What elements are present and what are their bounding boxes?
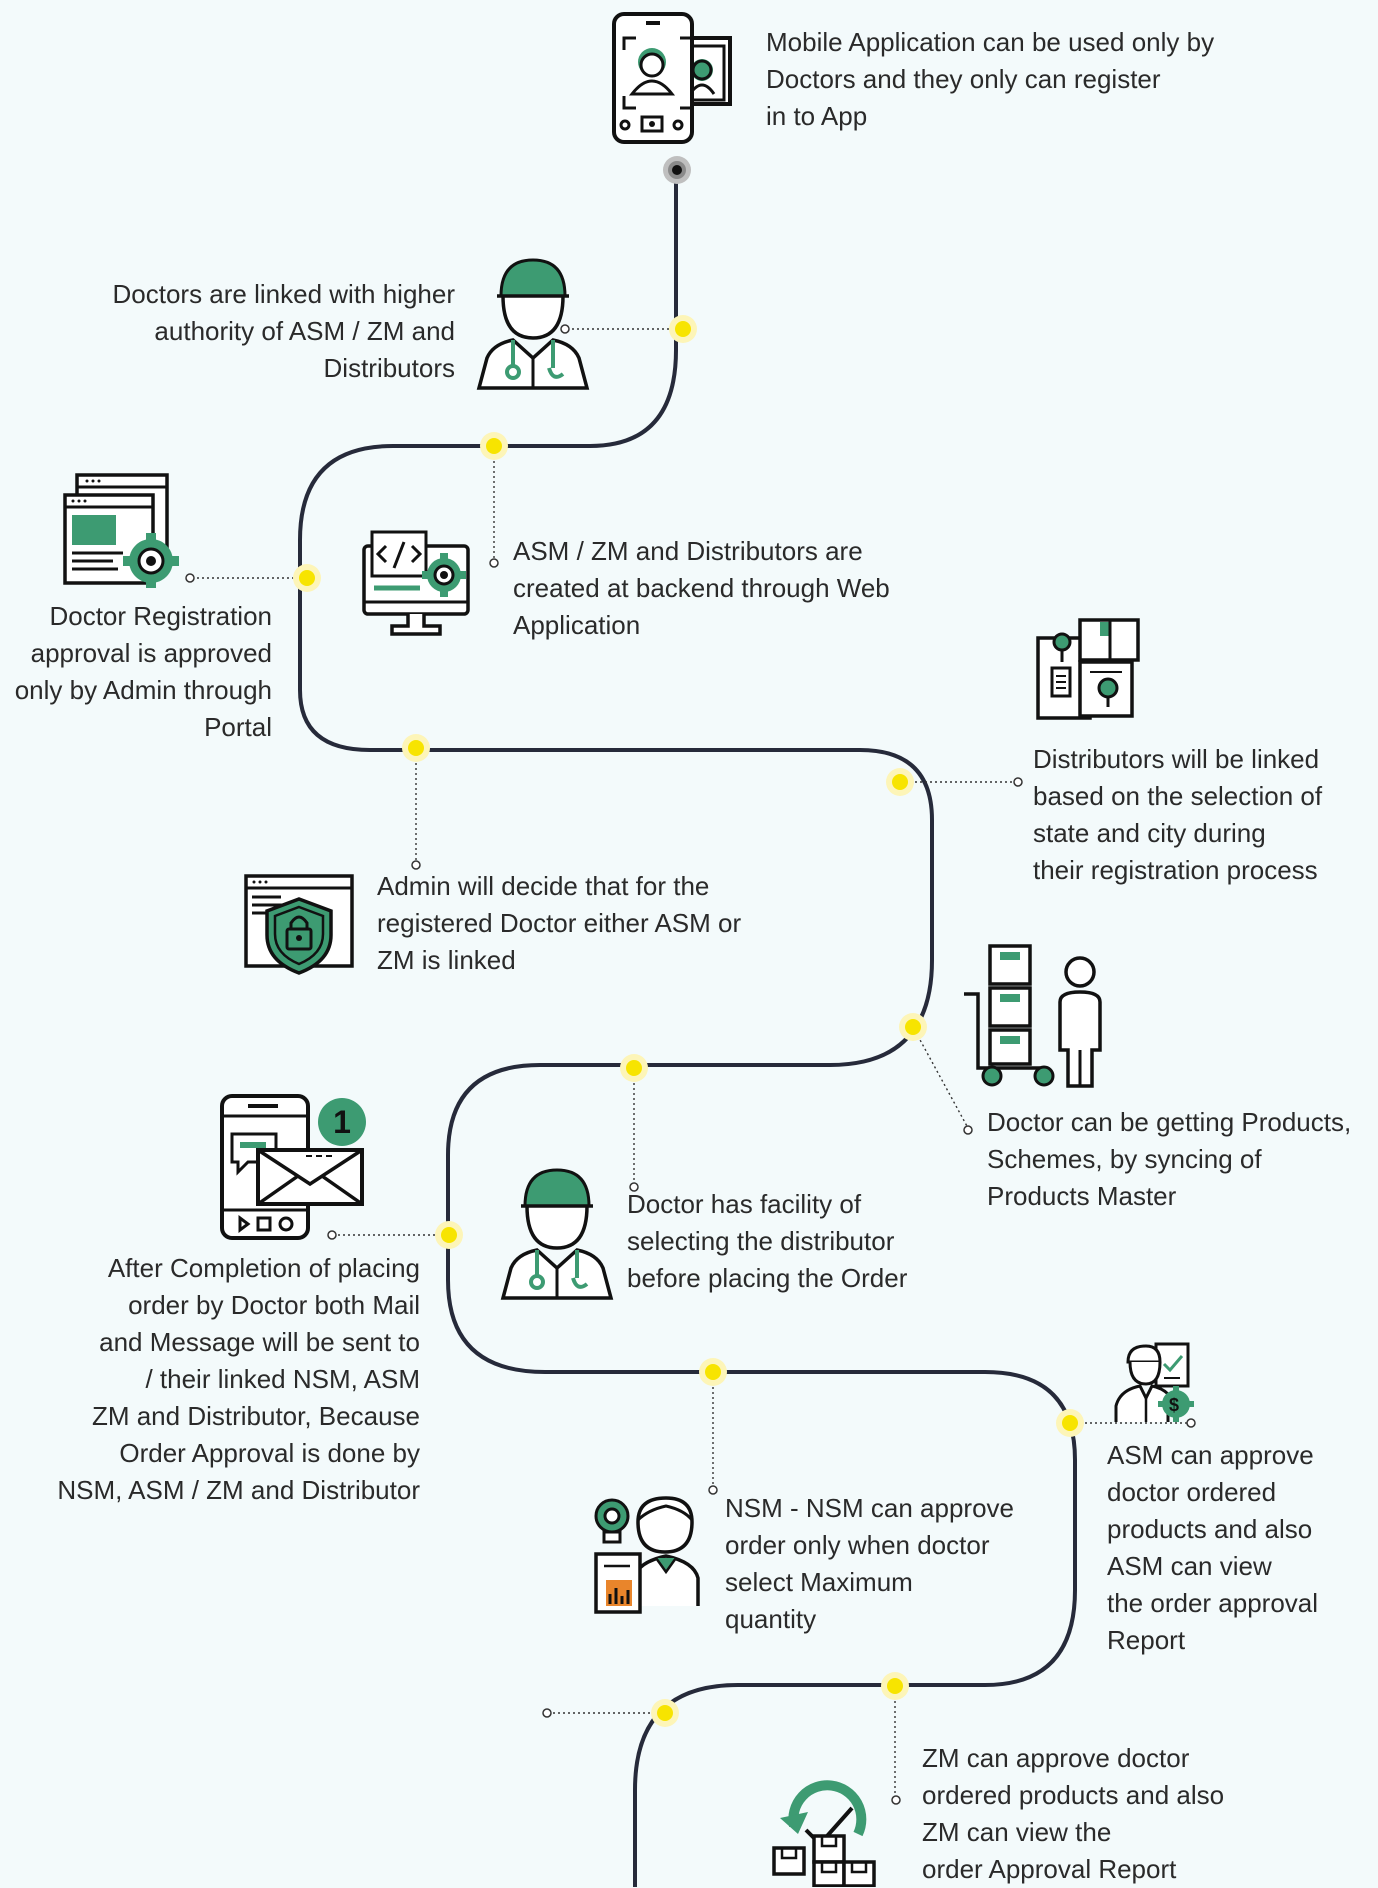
step-mobile-app-text: Mobile Application can be used only by D…	[766, 27, 1215, 131]
mobile-app-icon	[612, 12, 732, 144]
step-admin-decide-text: Admin will decide that for the registere…	[377, 871, 742, 975]
security-shield-icon	[244, 874, 354, 975]
timeline-nodes	[293, 315, 1084, 1727]
step-notification-text: After Completion of placing order by Doc…	[57, 1253, 420, 1505]
svg-text:$: $	[1169, 1395, 1179, 1415]
doctor-icon	[500, 1168, 614, 1300]
step-products-sync-text: Doctor can be getting Products, Schemes,…	[987, 1107, 1352, 1211]
step-zm-approve-text: ZM can approve doctor ordered products a…	[922, 1743, 1225, 1884]
location-map-icon	[1036, 618, 1140, 720]
web-settings-icon	[63, 473, 179, 588]
step-registration-approval-text: Doctor Registration approval is approved…	[14, 601, 272, 742]
box-approval-icon	[772, 1780, 876, 1887]
step-asm-approve-text: ASM can approve doctor ordered products …	[1107, 1440, 1319, 1655]
manager-report-icon	[594, 1496, 700, 1614]
notification-badge: 1	[333, 1104, 351, 1140]
step-distributors-linked-text: Distributors will be linked based on the…	[1033, 744, 1323, 885]
step-doctor-linked-text: Doctors are linked with higher authority…	[112, 279, 456, 383]
doctor-icon	[476, 258, 590, 390]
step-select-distributor-text: Doctor has facility of selecting the dis…	[627, 1189, 908, 1293]
step-nsm-approve-text: NSM - NSM can approve order only when do…	[725, 1493, 1014, 1634]
timeline-path	[298, 168, 1077, 1887]
manager-approval-icon: $	[1114, 1342, 1194, 1422]
web-code-icon	[362, 530, 470, 636]
connector-products	[912, 1026, 969, 1129]
step-backend-text: ASM / ZM and Distributors are created at…	[513, 536, 890, 640]
delivery-cart-icon	[964, 944, 1102, 1088]
mail-notification-icon: 1	[218, 1092, 370, 1242]
